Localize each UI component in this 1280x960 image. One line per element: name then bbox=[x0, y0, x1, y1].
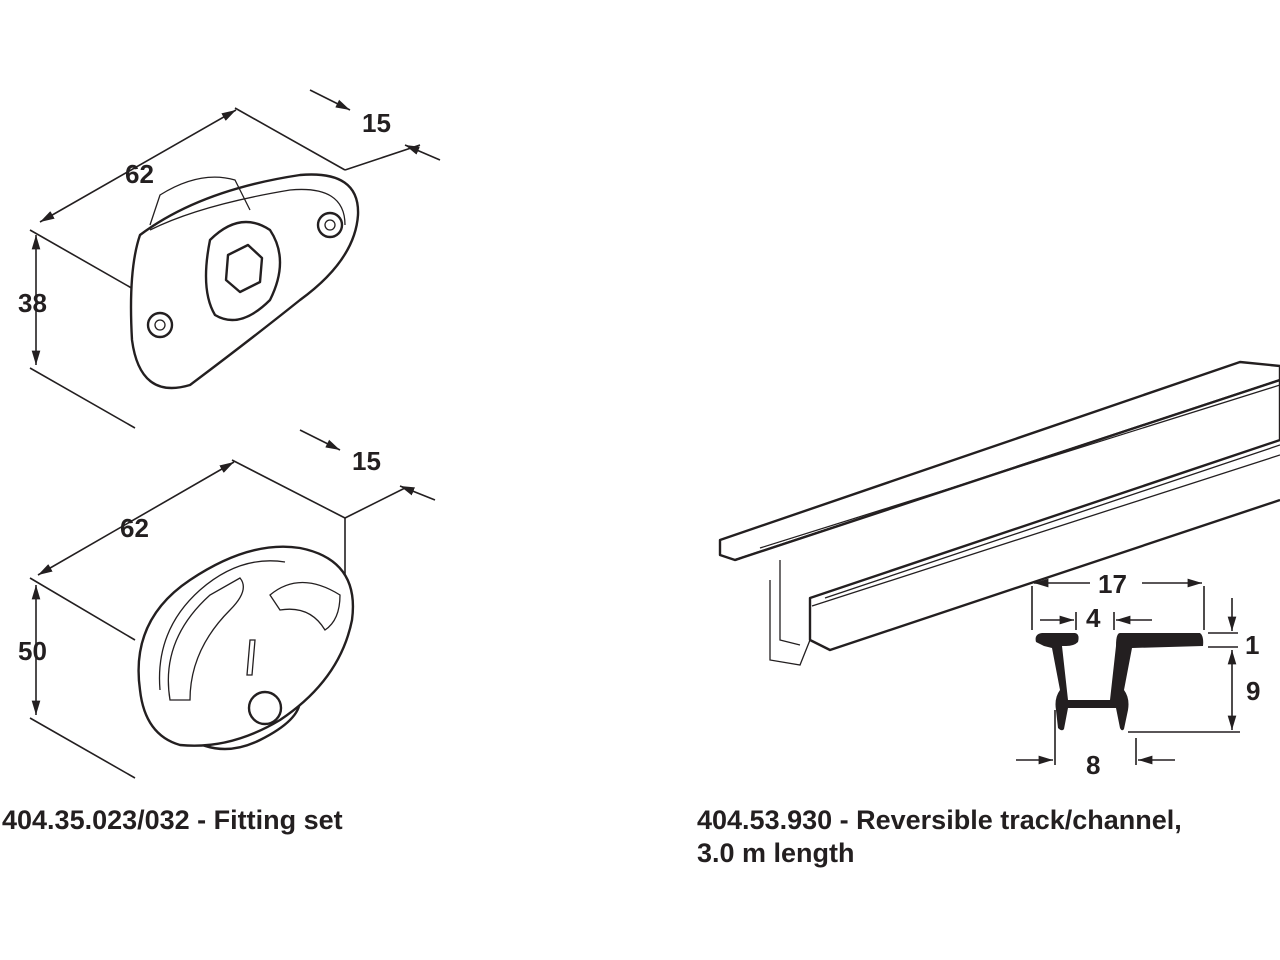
top-height-dimension: 38 bbox=[18, 288, 47, 318]
track-drawing bbox=[718, 360, 1280, 666]
track-caption-line1: 404.53.930 - Reversible track/channel, bbox=[697, 805, 1182, 835]
fitting-bottom-drawing bbox=[29, 429, 436, 779]
top-width-dimension: 62 bbox=[125, 159, 154, 189]
profile-flange-1: 1 bbox=[1245, 630, 1259, 660]
bottom-height-dimension: 50 bbox=[18, 636, 47, 666]
bottom-width-dimension: 62 bbox=[120, 513, 149, 543]
fitting-top-drawing bbox=[29, 89, 441, 429]
bottom-depth-dimension: 15 bbox=[352, 446, 381, 476]
profile-gap-4: 4 bbox=[1086, 603, 1101, 633]
profile-depth-9: 9 bbox=[1246, 676, 1260, 706]
track-caption-line2: 3.0 m length bbox=[697, 838, 855, 868]
top-depth-dimension: 15 bbox=[362, 108, 391, 138]
track-profile-section bbox=[1016, 578, 1240, 765]
profile-channel-8: 8 bbox=[1086, 750, 1100, 780]
fitting-set-caption: 404.35.023/032 - Fitting set bbox=[2, 805, 343, 835]
profile-width-17: 17 bbox=[1098, 569, 1127, 599]
